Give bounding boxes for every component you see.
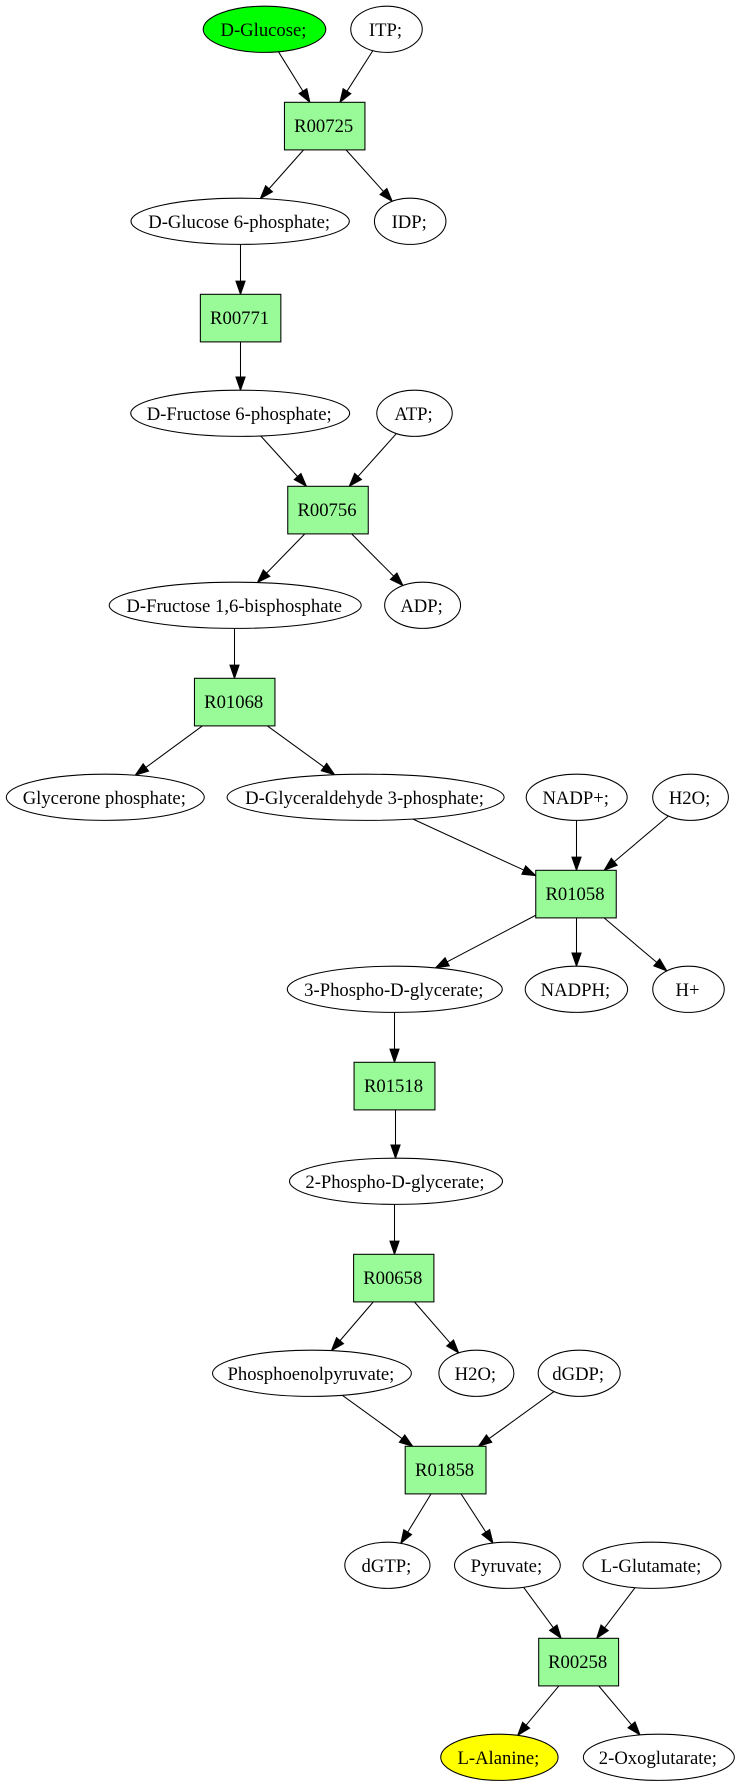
svg-text:D-Fructose 6-phosphate;: D-Fructose 6-phosphate; [147,404,332,425]
svg-text:Phosphoenolpyruvate;: Phosphoenolpyruvate; [228,1364,395,1385]
svg-text:L-Glutamate;: L-Glutamate; [601,1556,702,1577]
svg-text:Glycerone phosphate;: Glycerone phosphate; [23,788,186,809]
svg-text:2-Phospho-D-glycerate;: 2-Phospho-D-glycerate; [305,1172,484,1193]
svg-text:R01068: R01068 [204,692,263,713]
svg-text:D-Fructose 1,6-bisphosphate: D-Fructose 1,6-bisphosphate [126,596,342,617]
svg-text:R00258: R00258 [548,1652,607,1673]
svg-text:NADP+;: NADP+; [542,788,609,809]
svg-text:R00756: R00756 [297,500,356,521]
svg-text:R00658: R00658 [363,1268,422,1289]
svg-text:R01518: R01518 [364,1076,423,1097]
svg-text:D-Glyceraldehyde 3-phosphate;: D-Glyceraldehyde 3-phosphate; [245,788,484,809]
svg-text:R01058: R01058 [545,884,604,905]
svg-text:3-Phospho-D-glycerate;: 3-Phospho-D-glycerate; [304,980,483,1001]
svg-text:dGTP;: dGTP; [362,1556,412,1577]
svg-text:D-Glucose 6-phosphate;: D-Glucose 6-phosphate; [148,212,330,233]
svg-text:L-Alanine;: L-Alanine; [457,1748,539,1769]
svg-text:ADP;: ADP; [400,596,443,617]
svg-text:R00725: R00725 [294,116,353,137]
svg-text:IDP;: IDP; [392,212,427,233]
svg-text:Pyruvate;: Pyruvate; [471,1556,543,1577]
svg-text:NADPH;: NADPH; [541,980,610,1001]
svg-text:ITP;: ITP; [369,20,402,41]
svg-text:R01858: R01858 [415,1460,474,1481]
svg-text:H2O;: H2O; [455,1364,496,1385]
svg-text:2-Oxoglutarate;: 2-Oxoglutarate; [599,1748,717,1769]
svg-text:H+: H+ [676,980,700,1001]
svg-text:H2O;: H2O; [669,788,710,809]
svg-text:R00771: R00771 [210,308,269,329]
svg-text:D-Glucose;: D-Glucose; [220,20,306,41]
svg-text:dGDP;: dGDP; [552,1364,604,1385]
svg-text:ATP;: ATP; [394,404,432,425]
